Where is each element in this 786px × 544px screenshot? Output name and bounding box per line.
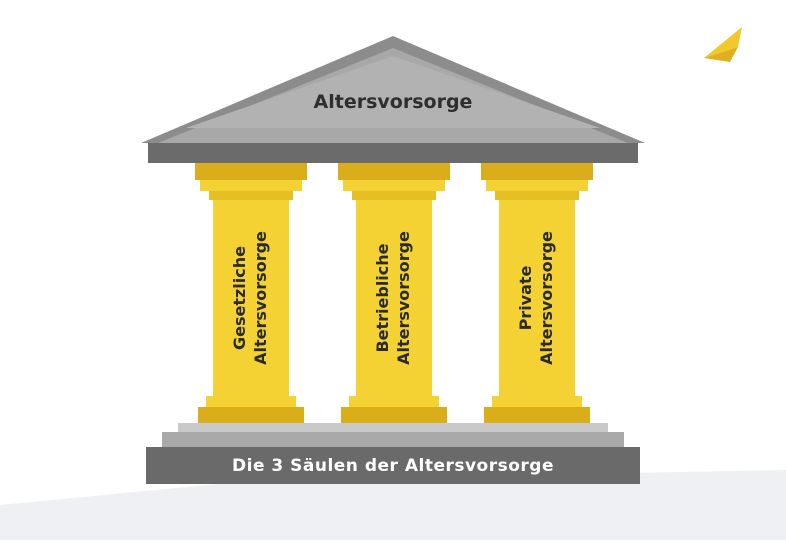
pillar-3	[481, 163, 593, 423]
pillar-label-private: Private Altersvorsorge	[507, 188, 567, 408]
base-title: Die 3 Säulen der Altersvorsorge	[232, 455, 554, 476]
pillar-label-line2: Altersvorsorge	[537, 231, 556, 365]
yellow-logo-icon	[704, 27, 742, 62]
pillar-label-gesetzliche: Gesetzliche Altersvorsorge	[221, 188, 281, 408]
pillar-1	[195, 163, 307, 423]
pillar-label-betriebliche: Betriebliche Altersvorsorge	[364, 188, 424, 408]
pillar-2	[338, 163, 450, 423]
base-plinth	[146, 447, 640, 484]
pillar-label-line1: Private	[516, 265, 536, 331]
pillar-label-line2: Altersvorsorge	[394, 231, 413, 365]
pillar-label-line1: Gesetzliche	[230, 246, 250, 351]
background-ground	[0, 470, 786, 540]
pillar-label-line2: Altersvorsorge	[251, 231, 270, 365]
base-steps	[146, 423, 640, 484]
roof-title: Altersvorsorge	[313, 91, 473, 113]
roof	[141, 36, 645, 163]
pillar-label-line1: Betriebliche	[373, 243, 393, 353]
roof-beam	[148, 143, 638, 163]
